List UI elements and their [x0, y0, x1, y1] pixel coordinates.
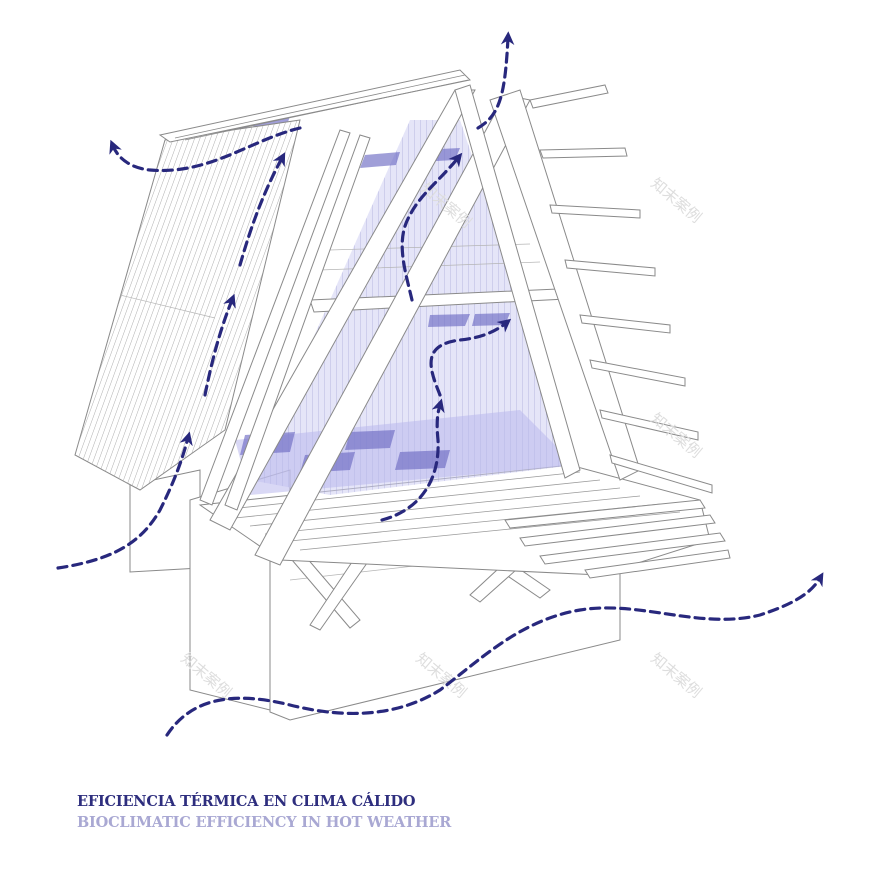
caption-title-english: BIOCLIMATIC EFFICIENCY IN HOT WEATHER — [77, 814, 452, 831]
airflow-arrow — [109, 126, 302, 173]
floor-deck — [198, 464, 731, 579]
watermark: 知末案例 — [647, 649, 705, 701]
corrugated-roof — [74, 69, 472, 491]
airflow-arrow — [165, 572, 824, 737]
a-frame-rafters — [199, 84, 641, 566]
side-purlins — [529, 84, 713, 494]
airflow-arrows — [56, 31, 824, 737]
caption-title-spanish: EFICIENCIA TÉRMICA EN CLIMA CÁLIDO — [77, 793, 416, 810]
airflow-arrow — [203, 293, 236, 397]
airflow-arrow — [429, 318, 512, 397]
airflow-arrow — [56, 431, 193, 570]
airflow-arrow — [476, 31, 515, 130]
watermark: 知末案例 — [647, 174, 705, 226]
airflow-arrow — [400, 152, 463, 302]
airflow-arrow — [238, 152, 286, 267]
